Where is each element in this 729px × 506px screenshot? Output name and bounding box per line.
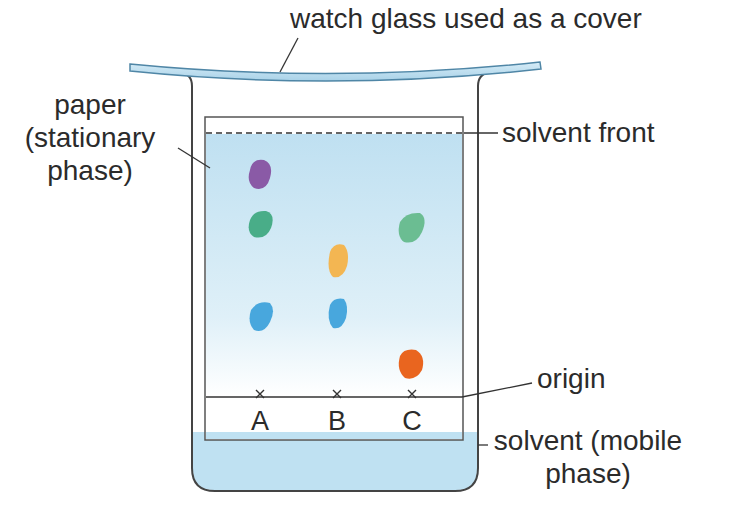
beaker — [180, 72, 490, 491]
solvent-front-label: solvent front — [502, 116, 722, 149]
cover-label: watch glass used as a cover — [290, 2, 720, 35]
origin-label: origin — [537, 362, 687, 395]
paper-label: paper (stationary phase) — [2, 88, 178, 187]
paper-strip — [205, 117, 463, 440]
ink-spots — [249, 160, 425, 379]
lane-letter: C — [397, 405, 427, 438]
origin-crosses — [256, 390, 416, 398]
lane-letter: A — [245, 405, 275, 438]
solvent-front-line — [206, 132, 462, 134]
solvent-label: solvent (mobile phase) — [490, 424, 686, 490]
solvent-wetted-paper — [206, 134, 462, 396]
lane-letter: B — [322, 405, 352, 438]
watch-glass — [130, 62, 541, 81]
leader-lines — [178, 38, 532, 445]
